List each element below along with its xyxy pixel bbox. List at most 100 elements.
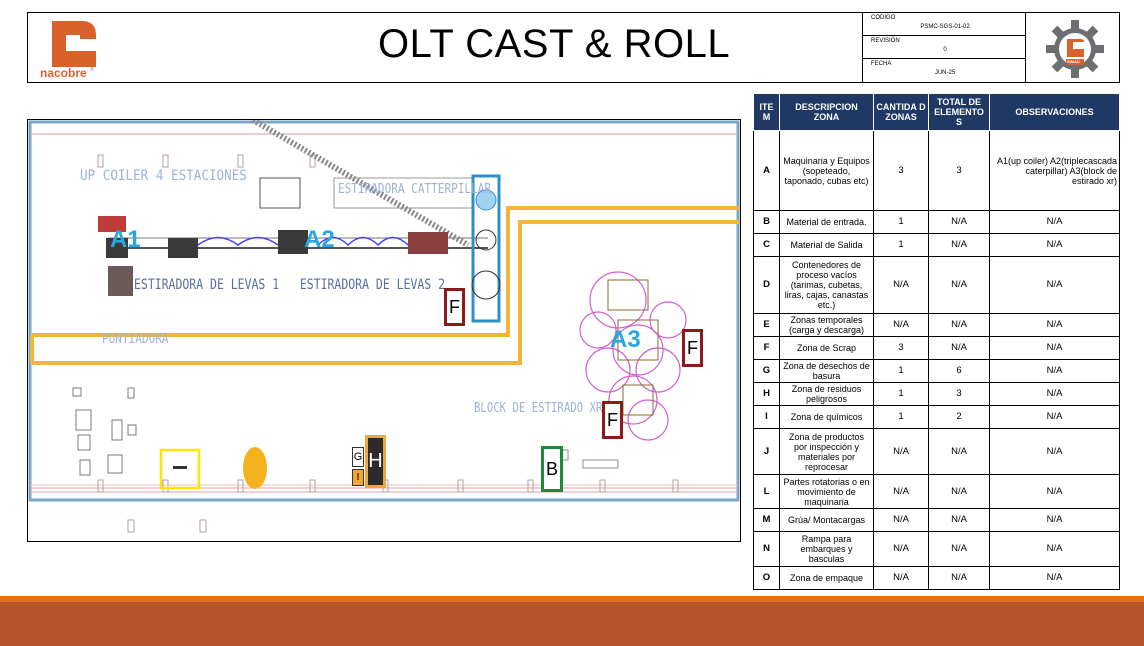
item-cell: D	[753, 256, 780, 314]
meta-revision-label: REVISIÓN	[871, 38, 900, 44]
quantity-cell: 3	[873, 130, 929, 211]
meta-date-label: FECHA	[871, 61, 892, 67]
zones-table: ITE M DESCRIPCION ZONA CANTIDA D ZONAS T…	[753, 93, 1120, 590]
col-item-header: ITE M	[753, 93, 780, 131]
total-cell: N/A	[928, 233, 990, 257]
item-cell: F	[753, 336, 780, 360]
puntiadora-label: PUNTIADORA	[102, 332, 169, 347]
col-obs-header: OBSERVACIONES	[989, 93, 1120, 131]
caterpillar-station	[471, 174, 501, 323]
item-cell: C	[753, 233, 780, 257]
description-cell: Partes rotatorias o en movimiento de maq…	[779, 474, 874, 509]
description-cell: Material de Salida	[779, 233, 874, 257]
meta-date-value: JUN-25	[934, 70, 956, 76]
marker-i: I	[352, 469, 364, 486]
quantity-cell: N/A	[873, 428, 929, 475]
total-cell: 3	[928, 382, 990, 406]
description-cell: Material de entrada.	[779, 210, 874, 234]
footer-bar	[0, 602, 1144, 646]
marker-h: H	[365, 435, 386, 488]
total-cell: N/A	[928, 256, 990, 314]
observations-cell: N/A	[989, 233, 1120, 257]
description-cell: Zona de productos por inspección y mater…	[779, 428, 874, 475]
meta-code-value: PSMC-SGS-01-02	[920, 24, 970, 30]
quantity-cell: N/A	[873, 474, 929, 509]
estiradora-label: ESTIRADORA DE LEVAS 1 ESTIRADORA DE LEVA…	[134, 277, 446, 293]
observations-cell: N/A	[989, 405, 1120, 429]
observations-cell: A1(up coiler) A2(triplecascada caterpill…	[989, 130, 1120, 211]
scrap-marker-1: F	[444, 288, 465, 326]
brand-name: nacobre	[40, 66, 87, 80]
block-xr-details	[607, 279, 659, 416]
total-cell: N/A	[928, 336, 990, 360]
observations-cell: N/A	[989, 428, 1120, 475]
observations-cell: N/A	[989, 313, 1120, 337]
description-cell: Contenedores de proceso vacíos (tarimas,…	[779, 256, 874, 314]
total-cell: N/A	[928, 313, 990, 337]
nacobre-logo: nacobre ®	[38, 17, 108, 81]
observations-cell: N/A	[989, 508, 1120, 532]
marker-b: B	[541, 446, 563, 492]
yellow-zone-box	[159, 448, 201, 490]
total-cell: N/A	[928, 474, 990, 509]
quantity-cell: N/A	[873, 256, 929, 314]
header-bar: nacobre ® OLT CAST & ROLL CODIGO PSMC-SG…	[27, 12, 1120, 83]
table-header-row: ITE M DESCRIPCION ZONA CANTIDA D ZONAS T…	[753, 93, 1120, 131]
item-cell: I	[753, 405, 780, 429]
description-cell: Grúa/ Montacargas	[779, 508, 874, 532]
total-cell: N/A	[928, 428, 990, 475]
quantity-cell: 1	[873, 233, 929, 257]
total-cell: N/A	[928, 566, 990, 590]
total-cell: N/A	[928, 210, 990, 234]
marker-g: G	[352, 447, 364, 467]
quantity-cell: 1	[873, 405, 929, 429]
scrap-marker-2: F	[682, 329, 703, 367]
block-xr-label: BLOCK DE ESTIRADO XR	[474, 401, 603, 416]
observations-cell: N/A	[989, 336, 1120, 360]
observations-cell: N/A	[989, 531, 1120, 567]
quantity-cell: N/A	[873, 508, 929, 532]
quantity-cell: N/A	[873, 531, 929, 567]
observations-cell: N/A	[989, 210, 1120, 234]
description-cell: Maquinaria y Equipos (sopeteado, taponad…	[779, 130, 874, 211]
item-cell: B	[753, 210, 780, 234]
description-cell: Zona de empaque	[779, 566, 874, 590]
description-cell: Rampa para embarques y basculas	[779, 531, 874, 567]
zone-tag-a3: A3	[610, 326, 641, 353]
item-cell: A	[753, 130, 780, 211]
gear-icon	[1046, 20, 1104, 78]
brand-registered-mark: ®	[90, 67, 94, 73]
plant-layout-drawing: UP COILER 4 ESTACIONES ESTIRADORA CATTER…	[27, 119, 741, 542]
observations-cell: N/A	[989, 474, 1120, 509]
quantity-cell: 1	[873, 359, 929, 383]
caterpillar-label: ESTIRADORA CATTERPILLAR	[338, 182, 492, 197]
item-cell: L	[753, 474, 780, 509]
page-title: OLT CAST & ROLL	[378, 22, 731, 66]
description-cell: Zona de residuos peligrosos	[779, 382, 874, 406]
total-cell: N/A	[928, 531, 990, 567]
zone-tag-a2: A2	[304, 226, 335, 253]
quantity-cell: 3	[873, 336, 929, 360]
document-meta: CODIGO PSMC-SGS-01-02 REVISIÓN 0 FECHA J…	[862, 13, 1026, 82]
observations-cell: N/A	[989, 382, 1120, 406]
col-desc-header: DESCRIPCION ZONA	[779, 93, 874, 131]
description-cell: Zona de químicos	[779, 405, 874, 429]
description-cell: Zona de Scrap	[779, 336, 874, 360]
conveyor-arcs	[197, 236, 409, 247]
footer-accent-bar	[0, 596, 1144, 602]
orange-round-zone	[243, 447, 267, 489]
quantity-cell: N/A	[873, 566, 929, 590]
